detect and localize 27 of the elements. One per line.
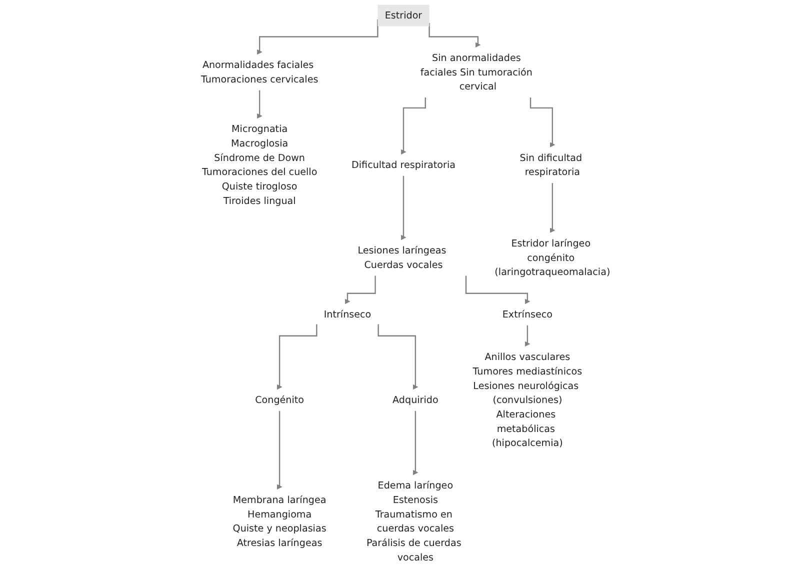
arrow (524, 325, 530, 347)
arrow (276, 324, 318, 390)
node-text: Sin dificultad respiratoria (520, 152, 582, 178)
node-text: Estridor laríngeo congénito (laringotraqueomalacia) (494, 237, 610, 278)
arrow (550, 183, 556, 233)
arrow (400, 176, 406, 240)
node-text: Anormalidades faciales Tumoraciones cervicales (200, 59, 318, 85)
arrow (465, 276, 530, 304)
arrow (412, 410, 418, 476)
arrow (530, 98, 556, 148)
node-text: Edema laríngeo Estenosis Traumatismo en cuerdas vocales Parálisis de cuerdas vocales (366, 480, 462, 563)
arrow (400, 98, 426, 155)
node-text: Adquirido (392, 394, 438, 406)
node-text: Extrínseco (502, 308, 552, 320)
node-text: Dificultad respiratoria (352, 159, 456, 170)
arrow (256, 90, 262, 119)
node-text: Sin anormalidades faciales Sin tumoración cervical (420, 52, 532, 92)
node-text: Membrana laríngea Hemangioma Quiste y neoplasias Atresias laríngeas (232, 494, 326, 548)
arrow (378, 324, 418, 390)
node-box: Estridor (378, 4, 430, 26)
node-text: Anillos vasculares Tumores mediastínicos Lesiones neurológicas (convulsiones) Alteraciones metabólicas (hipocalcemia) (472, 351, 582, 449)
arrow (344, 276, 376, 304)
node-text: Congénito (255, 394, 304, 406)
arrow (276, 410, 282, 490)
node-text: Intrínseco (324, 308, 372, 320)
node-text: Lesiones laríngeas Cuerdas vocales (358, 244, 446, 270)
node-text: Micrognatia Macroglosia Síndrome de Down Tumoraciones del cuello Quiste tirogloso Tiroides lingual (202, 123, 318, 206)
